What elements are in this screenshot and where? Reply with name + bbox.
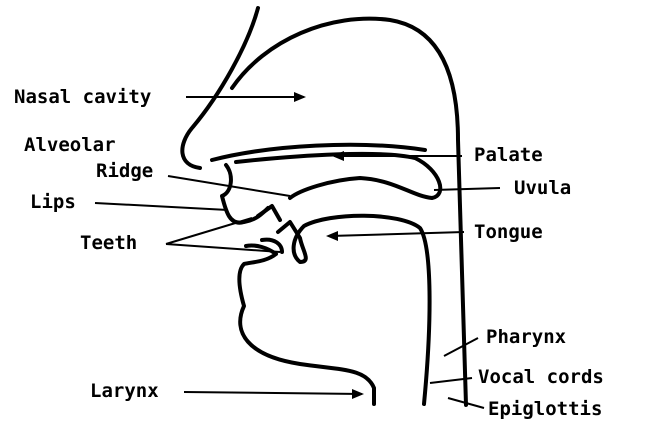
tongue-leader-line: [330, 232, 464, 236]
teeth-label: Teeth: [80, 234, 137, 253]
nasal-cavity-arrowhead: [294, 92, 306, 102]
ridge-label: Ridge: [96, 162, 153, 181]
uvula-leader-line: [434, 188, 500, 190]
vocal-cords-label: Vocal cords: [478, 368, 604, 387]
upper-teeth-outline: [258, 206, 280, 220]
tongue-label: Tongue: [474, 223, 543, 242]
palate-upper-outline: [212, 145, 425, 160]
lips-leader-line: [95, 203, 228, 210]
lips-label: Lips: [30, 193, 76, 212]
tongue-outline: [278, 216, 430, 404]
chin-outline: [239, 245, 374, 404]
larynx-arrowhead: [352, 389, 364, 399]
larynx-leader-line: [184, 392, 362, 394]
teeth-leader-line-1: [166, 218, 252, 244]
uvula-label: Uvula: [514, 179, 571, 198]
tongue-arrowhead: [326, 231, 338, 241]
epiglottis-label: Epiglottis: [488, 400, 602, 419]
nasal-cavity-label: Nasal cavity: [14, 88, 151, 107]
nose-outline: [182, 8, 258, 168]
alveolar-label: Alveolar: [24, 136, 116, 155]
larynx-label: Larynx: [90, 382, 159, 401]
pharynx-label: Pharynx: [486, 328, 566, 347]
palate-label: Palate: [474, 146, 543, 165]
pharynx-leader-line: [444, 338, 478, 356]
